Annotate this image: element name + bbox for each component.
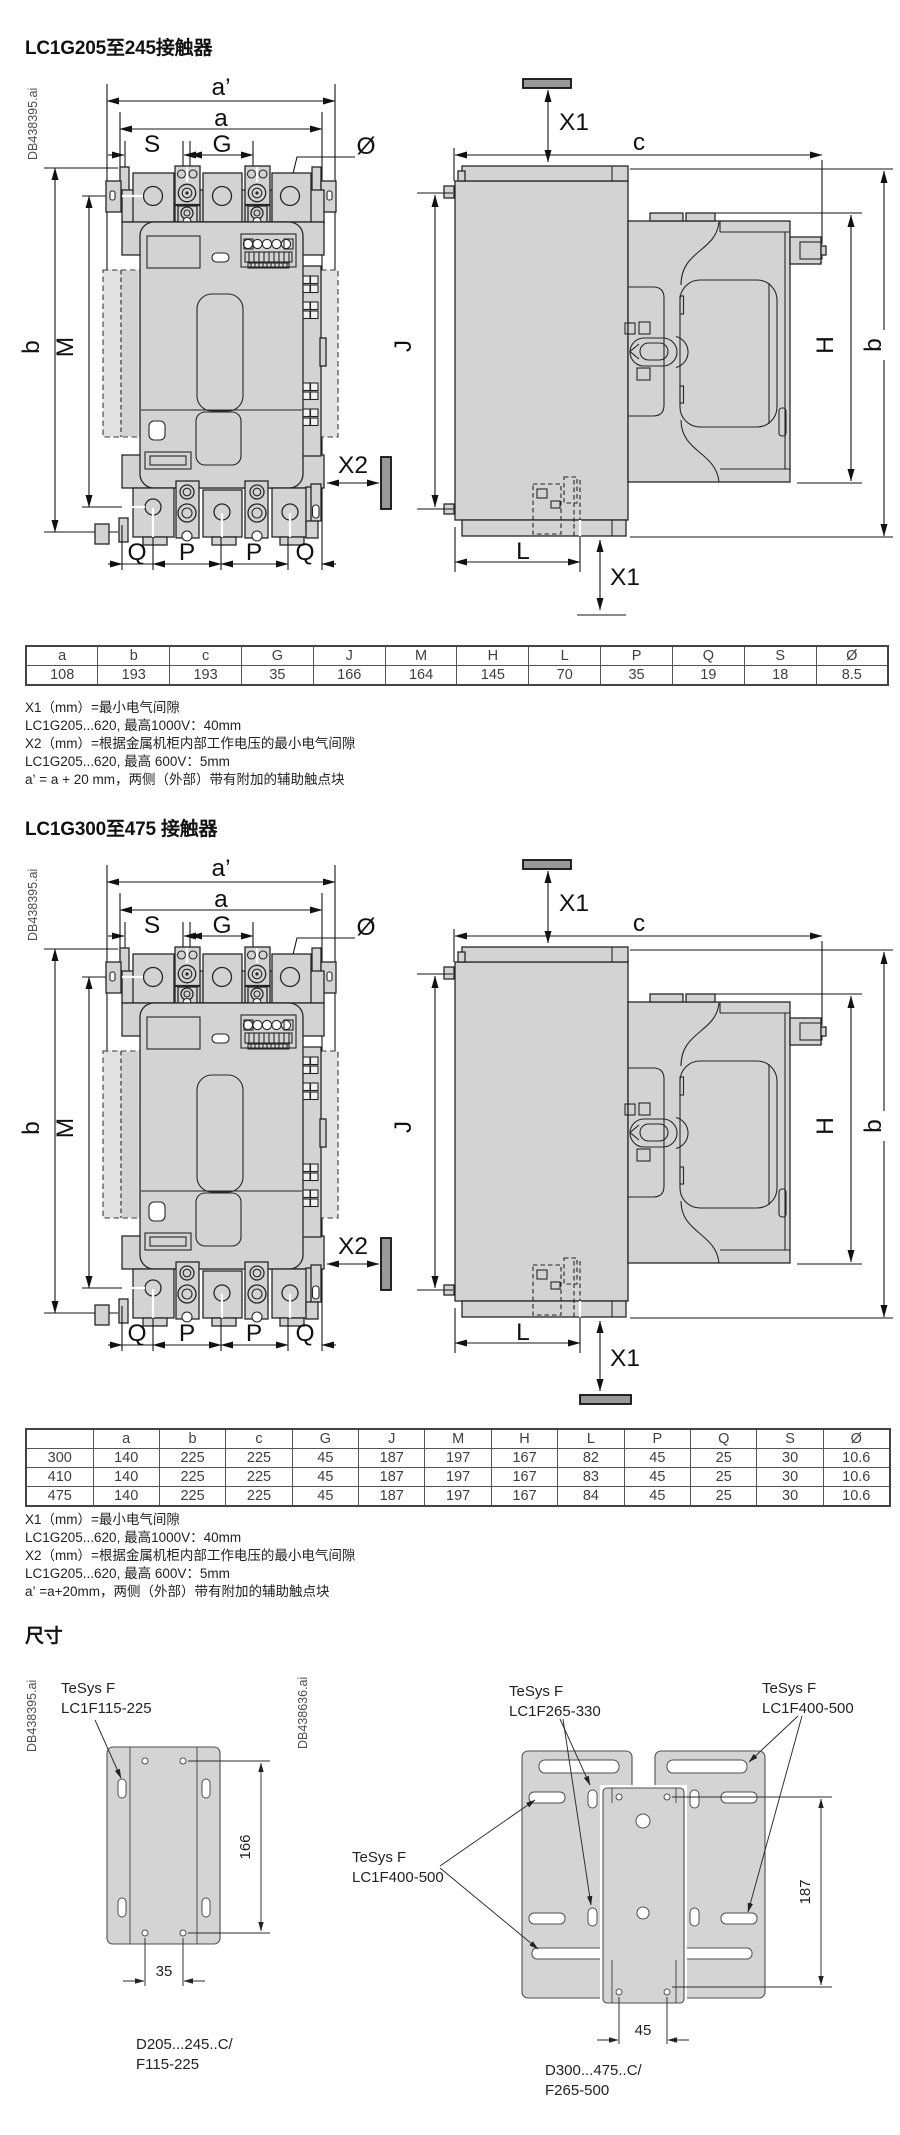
svg-text:TeSys F: TeSys F [762,1680,816,1697]
svg-text:F115-225: F115-225 [136,2056,199,2073]
svg-text:187: 187 [797,1879,814,1904]
svg-text:D205...245..C/: D205...245..C/ [136,2036,234,2053]
svg-text:LC1F400-500: LC1F400-500 [352,1869,444,1886]
svg-text:45: 45 [635,2022,652,2039]
svg-text:DB438395.ai: DB438395.ai [25,1680,39,1752]
svg-text:LC1F400-500: LC1F400-500 [762,1700,854,1717]
svg-text:TeSys F: TeSys F [509,1683,563,1700]
svg-text:DB438636.ai: DB438636.ai [296,1677,310,1749]
svg-text:LC1F115-225: LC1F115-225 [61,1700,152,1717]
svg-text:166: 166 [237,1834,254,1859]
svg-text:TeSys F: TeSys F [61,1680,115,1697]
svg-text:DB438395.ai: DB438395.ai [26,869,40,941]
svg-text:TeSys F: TeSys F [352,1849,406,1866]
svg-text:F265-500: F265-500 [545,2082,609,2099]
svg-text:LC1F265-330: LC1F265-330 [509,1703,601,1720]
svg-text:35: 35 [156,1963,173,1980]
svg-text:DB438395.ai: DB438395.ai [26,88,40,160]
svg-text:D300...475..C/: D300...475..C/ [545,2062,643,2079]
